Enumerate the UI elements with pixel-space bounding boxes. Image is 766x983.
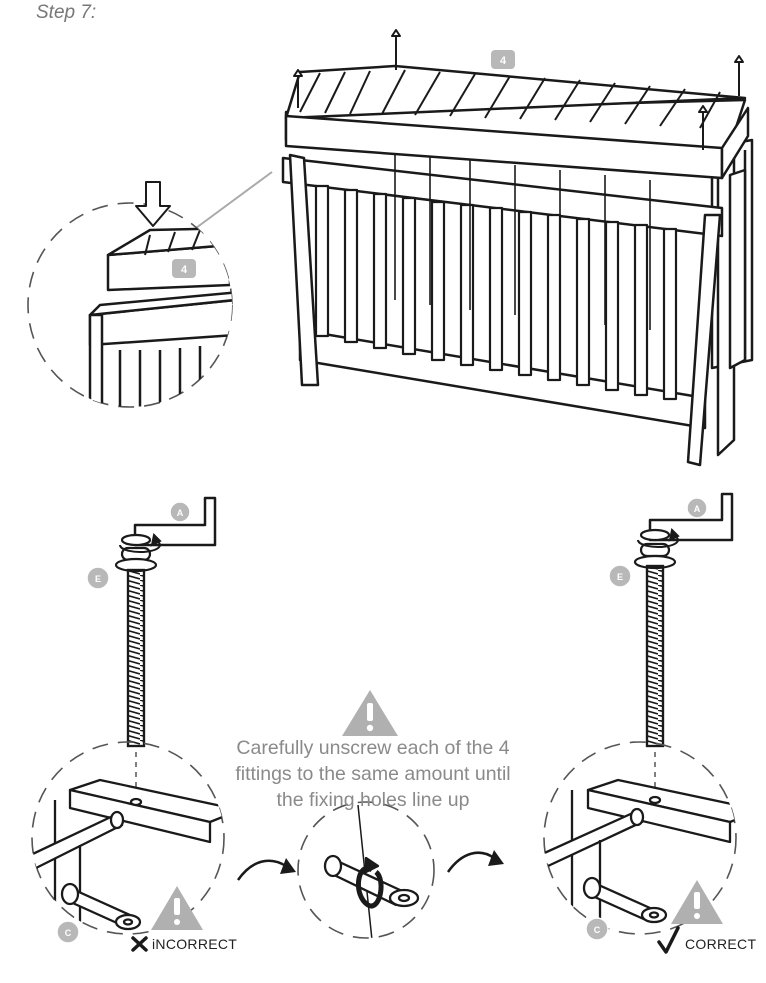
fitting-c-label-left: C bbox=[65, 928, 72, 938]
crib-drawing bbox=[281, 29, 754, 467]
allen-key-left bbox=[133, 496, 217, 547]
zoom-part-4-badge bbox=[172, 259, 196, 278]
crib-leg-front-right bbox=[686, 213, 722, 467]
part-4-label: 4 bbox=[500, 55, 507, 67]
tool-a-badge-right bbox=[686, 497, 708, 519]
step-title: Step 7: bbox=[36, 2, 97, 23]
allen-key-right bbox=[648, 492, 734, 542]
warning-triangle-icon bbox=[671, 880, 723, 924]
check-icon bbox=[657, 926, 680, 954]
zoom-leader-line bbox=[195, 171, 273, 229]
tool-a-label-left: A bbox=[177, 508, 184, 518]
bolt-right bbox=[633, 528, 677, 748]
front-top-rail bbox=[281, 156, 724, 238]
down-arrow-icon bbox=[135, 181, 171, 227]
crib-right-end bbox=[710, 138, 754, 457]
bolt-left bbox=[114, 533, 158, 748]
instruction-line-2: fittings to the same amount until bbox=[235, 763, 511, 785]
fitting-c-badge-right bbox=[585, 917, 609, 941]
bolt-e-badge-left bbox=[86, 566, 110, 590]
screws bbox=[293, 29, 744, 150]
tool-a-label-right: A bbox=[694, 504, 701, 514]
back-slats bbox=[394, 152, 651, 330]
instruction-line-3: the fixing holes line up bbox=[276, 789, 470, 811]
bolt-e-badge-right bbox=[608, 564, 632, 588]
detail-circle-incorrect bbox=[31, 741, 225, 935]
arrow-right-icon bbox=[446, 850, 504, 873]
part-4-badge bbox=[491, 50, 515, 69]
rotation-arrow-left bbox=[119, 532, 162, 553]
bolt-e-label-left: E bbox=[95, 574, 101, 584]
warning-triangle-icon bbox=[342, 690, 398, 736]
arrow-right-icon bbox=[236, 858, 296, 881]
bolt-e-label-right: E bbox=[617, 572, 623, 582]
front-slats bbox=[314, 184, 678, 401]
fitting-c-label-right: C bbox=[594, 925, 601, 935]
incorrect-label: iNCORRECT bbox=[152, 936, 238, 952]
instruction-line-1: Carefully unscrew each of the 4 bbox=[236, 737, 510, 759]
warning-triangle-icon bbox=[151, 886, 203, 930]
crib-leg-front-left bbox=[288, 153, 320, 387]
fitting-c-badge-left bbox=[56, 920, 80, 944]
cross-icon bbox=[131, 936, 148, 952]
zoom-part-4-label: 4 bbox=[181, 264, 188, 276]
detail-circle-unscrew bbox=[297, 801, 435, 939]
tool-a-badge-left bbox=[169, 501, 191, 523]
rotation-arrow-right bbox=[637, 527, 680, 548]
detail-circle-correct bbox=[543, 741, 737, 935]
instruction-text: Carefully unscrew each of the 4 fittings… bbox=[208, 735, 538, 813]
correct-label: CORRECT bbox=[685, 936, 757, 952]
base-panel-part-4 bbox=[284, 64, 750, 180]
